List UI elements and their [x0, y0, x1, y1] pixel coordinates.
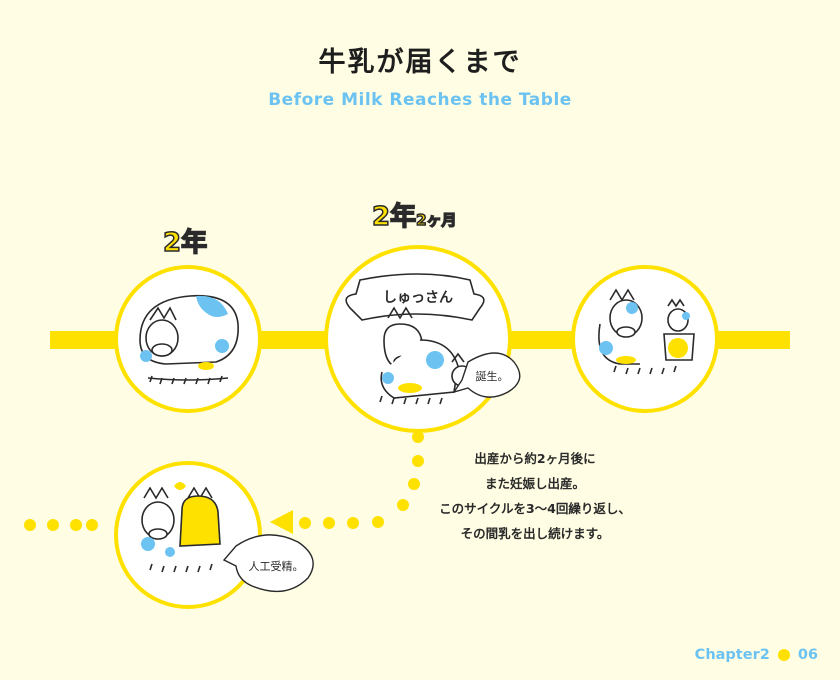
- page-footer: Chapter2 06: [695, 647, 818, 663]
- lifecycle-note: 出産から約2ヶ月後に また妊娠し出産。 このサイクルを3〜4回繰り返し、 その間…: [420, 446, 650, 546]
- dotted-path: [24, 431, 424, 531]
- note-line: また妊娠し出産。: [484, 476, 585, 491]
- note-line: 出産から約2ヶ月後に: [474, 451, 596, 466]
- page-title: 牛乳が届くまで: [318, 47, 522, 78]
- label-2-months: 2ヶ月: [415, 210, 457, 230]
- label-2-years-main: 2年: [371, 201, 417, 233]
- label-2-years-2-months: 2年2ヶ月: [371, 196, 457, 233]
- page-number: 06: [797, 647, 818, 663]
- note-line: その間乳を出し続けます。: [460, 526, 610, 541]
- circle-cow-insemination: 人工受精。: [114, 461, 314, 609]
- chapter-label: Chapter2: [694, 647, 770, 663]
- bubble-insemination-text: 人工受精。: [249, 560, 304, 573]
- label-2-years: 2年: [162, 227, 208, 259]
- arrow-left-icon: [270, 510, 293, 534]
- bubble-birth-text: 誕生。: [476, 369, 509, 383]
- note-line: このサイクルを3〜4回繰り返し、: [439, 501, 631, 516]
- circle-cow-calf: [571, 265, 719, 413]
- banner-label: しゅっさん: [383, 290, 453, 306]
- speech-bubble-2: [222, 534, 314, 593]
- circle-cow-birth: しゅっさん 誕生。: [324, 245, 521, 433]
- speech-bubble: [452, 352, 521, 398]
- page-subtitle: Before Milk Reaches the Table: [268, 90, 572, 110]
- separator-dot-icon: [777, 649, 790, 661]
- circle-cow-grazing: [114, 265, 262, 413]
